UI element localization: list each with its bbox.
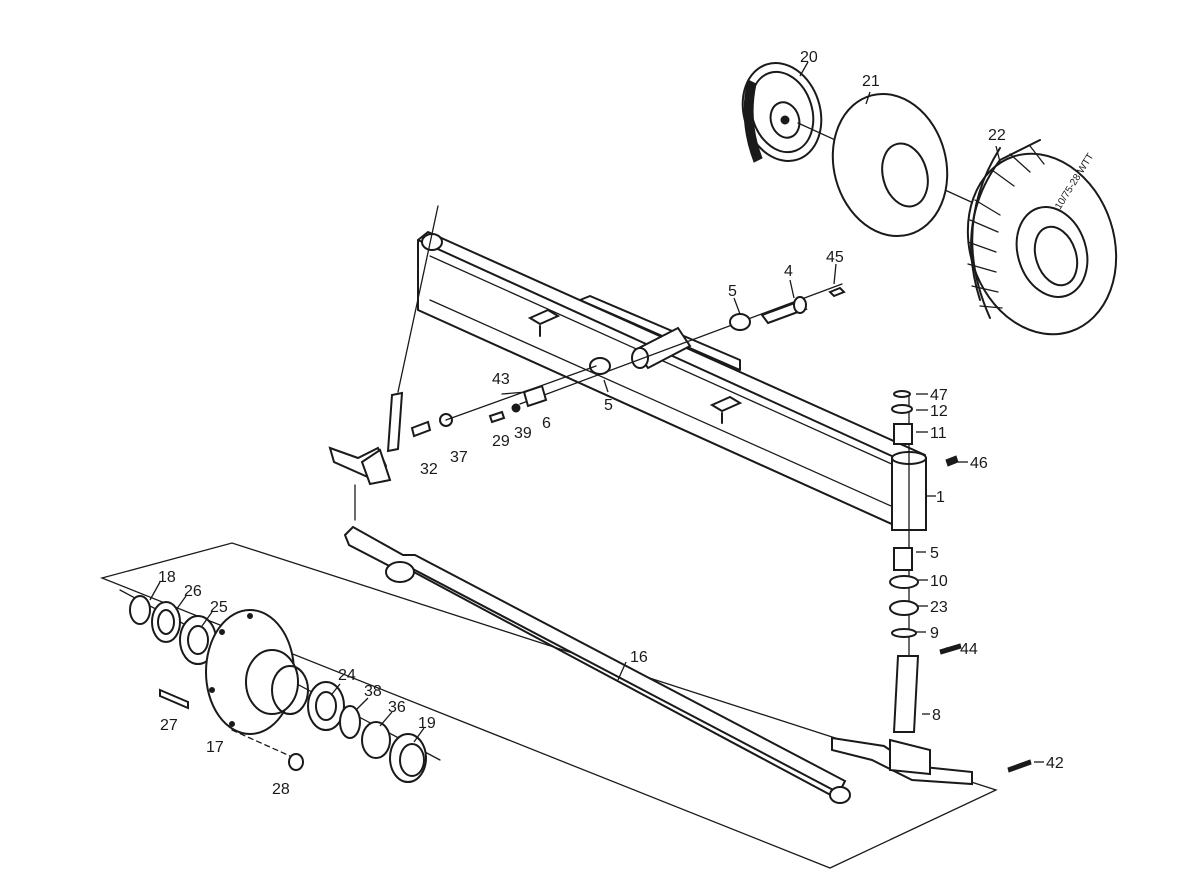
callout-42: 42 bbox=[1046, 755, 1064, 772]
callout-26: 26 bbox=[184, 583, 202, 600]
callout-5-top: 5 bbox=[728, 283, 737, 300]
right-kingpin-stack bbox=[889, 390, 919, 661]
tire: 10/75-28 WTT bbox=[966, 139, 1118, 336]
right-steering-knuckle bbox=[831, 455, 1032, 786]
callout-17: 17 bbox=[206, 739, 224, 756]
pivot-bushing-tube bbox=[631, 326, 692, 370]
callout-10: 10 bbox=[930, 573, 948, 590]
pivot-pin-parts bbox=[519, 283, 846, 405]
callout-24: 24 bbox=[338, 667, 356, 684]
callout-45: 45 bbox=[826, 249, 844, 266]
bracket-hardware bbox=[410, 365, 597, 438]
callout-38: 38 bbox=[364, 683, 382, 700]
callout-1: 1 bbox=[936, 489, 945, 506]
wheel-hub-assembly bbox=[119, 589, 441, 783]
callout-5-bottom: 5 bbox=[930, 545, 939, 562]
callout-20: 20 bbox=[800, 49, 818, 66]
callout-37: 37 bbox=[450, 449, 468, 466]
callout-8: 8 bbox=[932, 707, 941, 724]
callout-25: 25 bbox=[210, 599, 228, 616]
inner-tube bbox=[831, 92, 949, 238]
callout-32: 32 bbox=[420, 461, 438, 478]
callout-46: 46 bbox=[970, 455, 988, 472]
callout-19: 19 bbox=[418, 715, 436, 732]
callout-36: 36 bbox=[388, 699, 406, 716]
callout-9: 9 bbox=[930, 625, 939, 642]
callout-23: 23 bbox=[930, 599, 948, 616]
callout-27: 27 bbox=[160, 717, 178, 734]
ground-plane-outline bbox=[99, 542, 998, 869]
callout-21: 21 bbox=[862, 73, 880, 90]
callout-29: 29 bbox=[492, 433, 510, 450]
callout-16: 16 bbox=[630, 649, 648, 666]
callout-39: 39 bbox=[514, 425, 532, 442]
tie-rod bbox=[343, 525, 851, 804]
callout-4: 4 bbox=[784, 263, 793, 280]
left-steering-knuckle bbox=[328, 391, 404, 521]
callout-11: 11 bbox=[930, 425, 947, 442]
callout-47: 47 bbox=[930, 387, 948, 404]
callout-6: 6 bbox=[542, 415, 551, 432]
callout-labels: 20 21 22 45 4 5 5 43 6 39 29 37 32 47 12… bbox=[149, 49, 1064, 798]
callout-43: 43 bbox=[492, 371, 510, 388]
callout-44: 44 bbox=[960, 641, 978, 658]
callout-18: 18 bbox=[158, 569, 176, 586]
callout-22: 22 bbox=[988, 127, 1006, 144]
wheel-rim bbox=[741, 62, 981, 207]
callout-12: 12 bbox=[930, 403, 948, 420]
callout-28: 28 bbox=[272, 781, 290, 798]
callout-5-middle: 5 bbox=[604, 397, 613, 414]
